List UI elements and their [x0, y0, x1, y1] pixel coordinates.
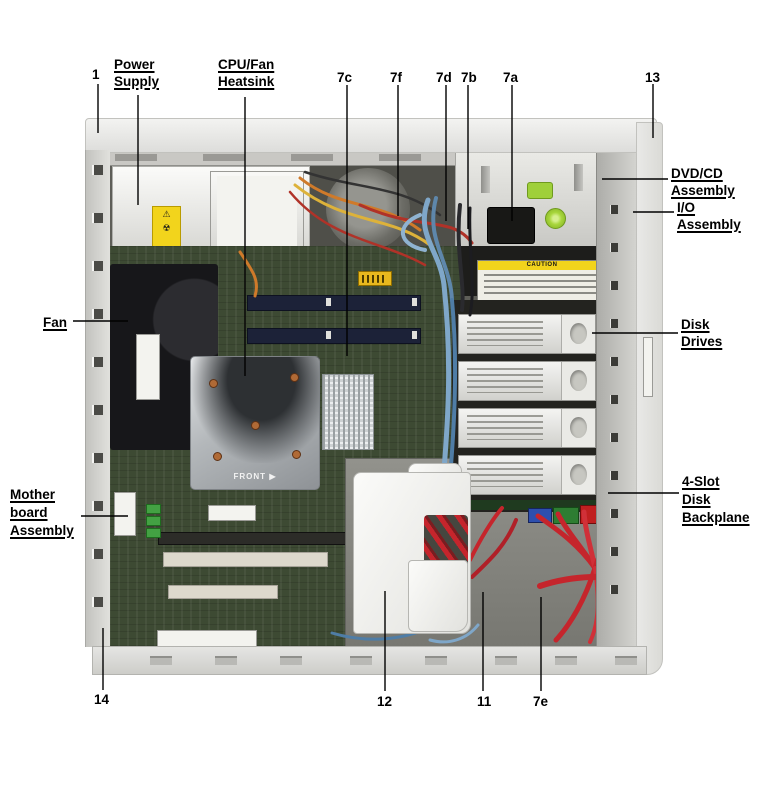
callout-motherboard-assembly: Mother board Assembly: [10, 487, 74, 538]
backplane-connector-green: [553, 507, 579, 524]
mobo-small-label: [208, 505, 256, 521]
mobo-green-clip-2: [146, 516, 161, 526]
callout-13: 13: [645, 70, 661, 85]
dvd-power-connector: [487, 207, 535, 244]
caution-label: CAUTION: [477, 260, 607, 302]
callout-7f: 7f: [390, 70, 403, 85]
callout-7c: 7c: [337, 70, 353, 85]
mobo-bottom-label: [157, 630, 257, 647]
mobo-green-clip-3: [146, 528, 161, 538]
dvd-rail-clip-left: [481, 166, 490, 193]
callout-1: 1: [92, 67, 100, 82]
pci-slot-2: [168, 585, 278, 599]
disk-drive-1: [458, 314, 596, 354]
callout-12: 12: [377, 694, 393, 709]
callout-14: 14: [94, 692, 110, 707]
chassis-left-rail: [85, 150, 110, 647]
disk-drive-2: [458, 361, 596, 401]
caution-label-text-lines: [484, 274, 600, 296]
io-green-button: [545, 208, 566, 229]
psu-spec-label: [210, 171, 304, 255]
rear-case-fan: [326, 168, 410, 250]
mobo-edge-label: [114, 492, 136, 536]
fan-barcode-label: [136, 334, 160, 400]
pci-slot-1: [163, 552, 328, 567]
disk-drive-4: [458, 455, 596, 495]
chassis-barcode-label: [643, 337, 653, 397]
heatsink-shadow: [191, 357, 319, 463]
cpu-fan-heatsink: FRONT ▶: [190, 356, 320, 490]
caution-label-title: CAUTION: [478, 261, 606, 270]
callout-7e: 7e: [533, 694, 549, 709]
dvd-green-latch: [527, 182, 553, 199]
callout-7a: 7a: [503, 70, 519, 85]
heatsink-front-marking: FRONT ▶: [233, 472, 277, 481]
callout-7d: 7d: [436, 70, 452, 85]
front-arrow-icon: ▶: [269, 472, 277, 481]
dvd-rail-clip-right: [574, 164, 583, 191]
psu-warning-sticker: ⚠ ☢: [152, 206, 181, 250]
disk-drive-3: [458, 408, 596, 448]
hazard-icon: ☢: [162, 223, 171, 234]
mobo-yellow-sticker: [358, 271, 392, 286]
duct-lower-lobe: [408, 560, 468, 632]
callout-fan: Fan: [43, 315, 68, 330]
chipset-heatsink: [322, 374, 374, 450]
backplane-connector-blue: [528, 508, 552, 523]
callout-4slot-disk-backplane: 4-Slot Disk Backplane: [682, 474, 750, 525]
disk-backplane-edge: [455, 500, 635, 510]
warning-triangle-icon: ⚠: [162, 209, 171, 219]
callout-11: 11: [477, 694, 492, 709]
chassis-right-panel: [636, 122, 663, 675]
callout-7b: 7b: [461, 70, 477, 85]
dimm-slot-2: [247, 328, 421, 344]
mobo-green-clip-1: [146, 504, 161, 514]
dimm-slot-1: [247, 295, 421, 311]
chassis-top-panel: [85, 118, 657, 153]
